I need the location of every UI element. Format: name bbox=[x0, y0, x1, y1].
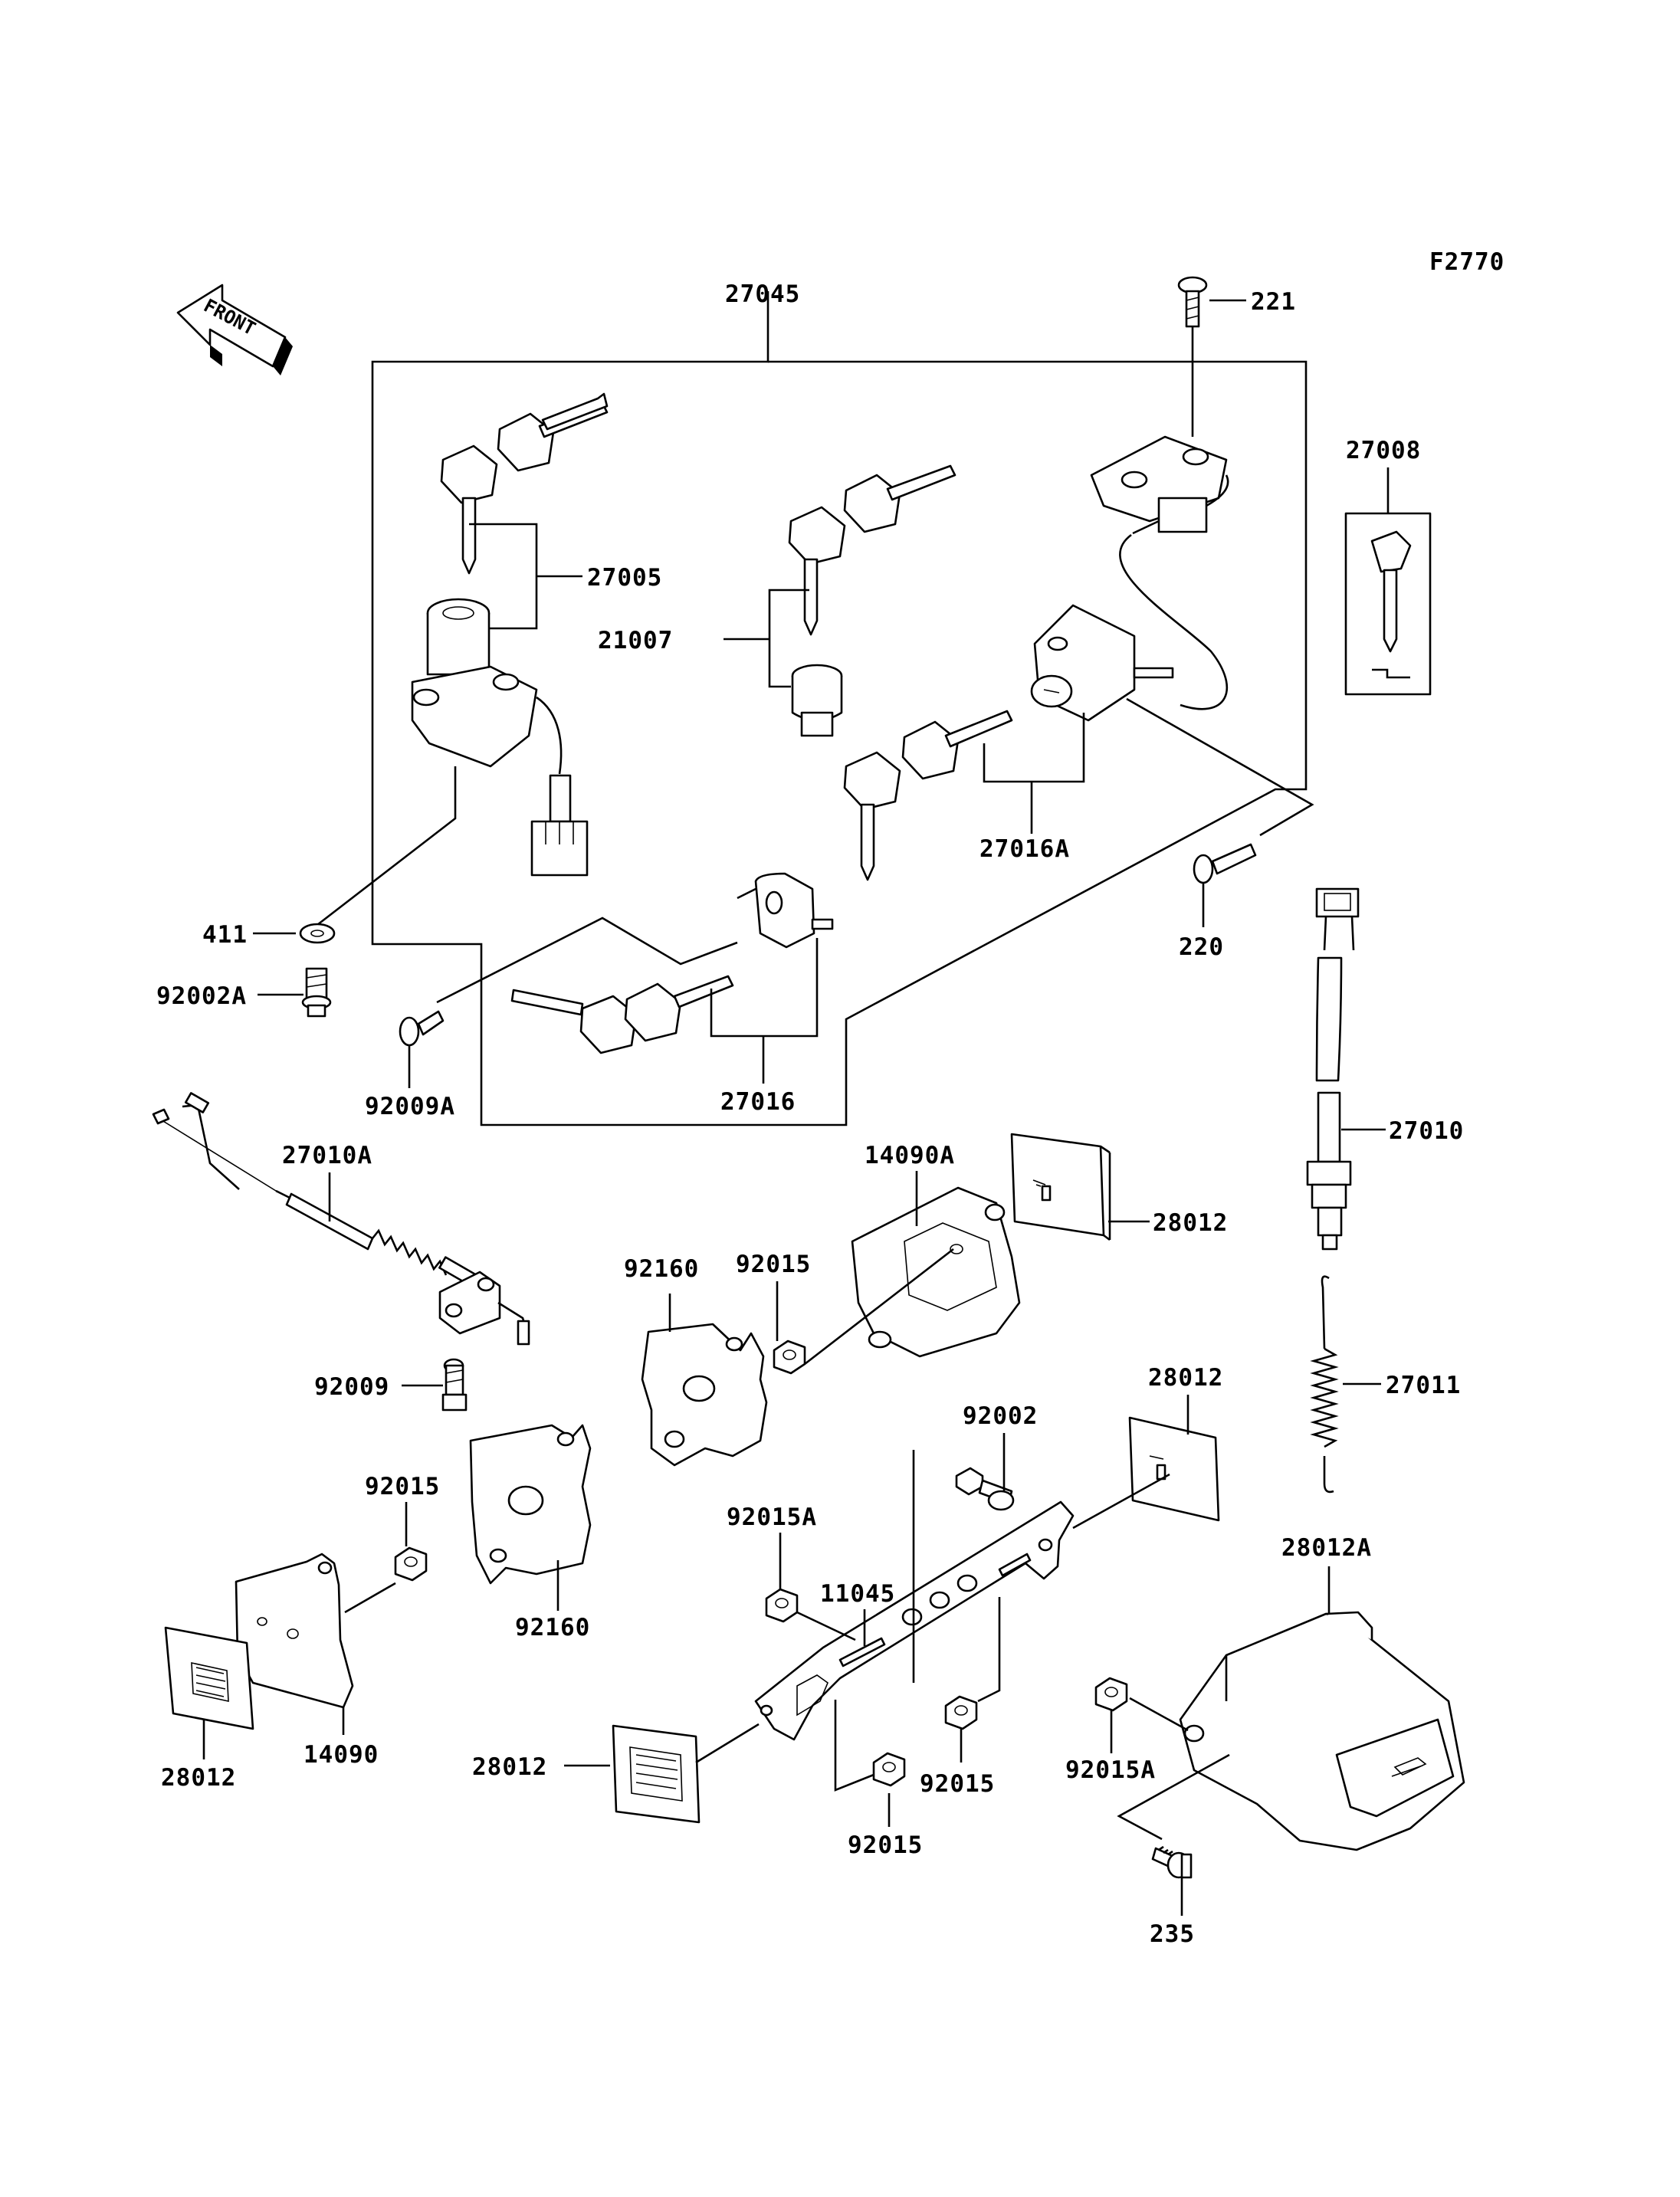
label-27010: 27010 bbox=[1389, 1117, 1464, 1145]
label-28012-d: 28012 bbox=[161, 1764, 236, 1792]
nut-92015A-b-icon bbox=[1094, 1677, 1128, 1712]
label-92015-c: 92015 bbox=[365, 1473, 440, 1500]
label-27016: 27016 bbox=[720, 1088, 796, 1116]
reflector-28012-a-icon bbox=[1010, 1133, 1111, 1241]
bracket-14090-icon bbox=[235, 1553, 354, 1709]
key-card-27008-icon bbox=[1344, 467, 1432, 696]
screw-221-icon bbox=[1177, 276, 1208, 437]
nut-92015A-a-icon bbox=[765, 1588, 799, 1623]
bolt-92002-icon bbox=[955, 1467, 1015, 1511]
bracket-14090A-icon bbox=[851, 1186, 1021, 1358]
washer-411-icon bbox=[299, 923, 336, 944]
kit-27045-bracket bbox=[371, 291, 1308, 1126]
spring-27011-icon bbox=[1310, 1275, 1339, 1494]
label-221: 221 bbox=[1251, 288, 1296, 316]
label-411: 411 bbox=[202, 921, 248, 949]
switch-cable-27010A-icon bbox=[152, 1092, 530, 1346]
ignition-switch-icon bbox=[411, 598, 589, 877]
label-92009: 92009 bbox=[314, 1373, 389, 1401]
figure-code: F2770 bbox=[1429, 248, 1504, 276]
screw-220-icon bbox=[1193, 843, 1257, 884]
label-14090A: 14090A bbox=[865, 1142, 955, 1169]
label-27010A: 27010A bbox=[282, 1142, 372, 1169]
label-28012-c: 28012 bbox=[472, 1753, 547, 1781]
reflector-28012-b-icon bbox=[1128, 1416, 1220, 1522]
label-92160-b: 92160 bbox=[515, 1614, 590, 1641]
plate-92160-a-icon bbox=[641, 1323, 768, 1467]
label-27005: 27005 bbox=[587, 564, 662, 592]
label-27008: 27008 bbox=[1346, 437, 1421, 464]
bolt-92002A-icon bbox=[301, 967, 332, 1018]
label-92015-a: 92015 bbox=[736, 1251, 811, 1278]
key-set-27016-icon bbox=[510, 975, 734, 1054]
label-27016A: 27016A bbox=[979, 835, 1070, 863]
bolt-92009-icon bbox=[441, 1358, 468, 1412]
nut-92015-b-icon bbox=[944, 1695, 978, 1730]
label-92015A-b: 92015A bbox=[1065, 1756, 1156, 1784]
label-92015-d: 92015 bbox=[848, 1831, 923, 1859]
front-arrow-icon: FRONT bbox=[176, 284, 293, 375]
license-light-28012A-icon bbox=[1179, 1611, 1465, 1851]
label-14090: 14090 bbox=[304, 1741, 379, 1769]
label-28012-b: 28012 bbox=[1148, 1364, 1223, 1392]
label-92160-a: 92160 bbox=[624, 1255, 699, 1283]
label-220: 220 bbox=[1179, 933, 1224, 961]
lock-27016-icon bbox=[737, 872, 834, 949]
label-92015-b: 92015 bbox=[920, 1770, 995, 1798]
label-11045: 11045 bbox=[820, 1580, 895, 1608]
reflector-28012-d-icon bbox=[164, 1626, 254, 1730]
key-set-27016A-icon bbox=[843, 710, 1013, 881]
nut-92015-d-icon bbox=[872, 1752, 906, 1787]
reflector-28012-c-icon bbox=[612, 1724, 701, 1824]
label-92002: 92002 bbox=[963, 1402, 1038, 1430]
label-92015A-a: 92015A bbox=[727, 1503, 817, 1531]
label-92009A: 92009A bbox=[365, 1093, 455, 1120]
key-set-21007-icon bbox=[788, 464, 956, 737]
plate-92160-b-icon bbox=[469, 1424, 592, 1585]
label-92002A: 92002A bbox=[156, 982, 247, 1010]
label-27045: 27045 bbox=[725, 280, 800, 308]
switch-27010-icon bbox=[1306, 887, 1360, 1251]
label-21007: 21007 bbox=[598, 627, 673, 654]
label-27011: 27011 bbox=[1386, 1372, 1461, 1399]
label-235: 235 bbox=[1150, 1920, 1195, 1948]
nut-92015-a-icon bbox=[773, 1340, 806, 1375]
label-28012-a: 28012 bbox=[1153, 1209, 1228, 1237]
screw-92009A-icon bbox=[399, 1010, 445, 1047]
screw-235-icon bbox=[1151, 1845, 1193, 1879]
seat-lock-bracket-icon bbox=[1090, 435, 1229, 710]
nut-92015-c-icon bbox=[394, 1546, 428, 1582]
helmet-lock-27016A-icon bbox=[1030, 604, 1174, 722]
label-28012A: 28012A bbox=[1281, 1534, 1372, 1562]
key-set-27005-icon bbox=[440, 392, 609, 575]
